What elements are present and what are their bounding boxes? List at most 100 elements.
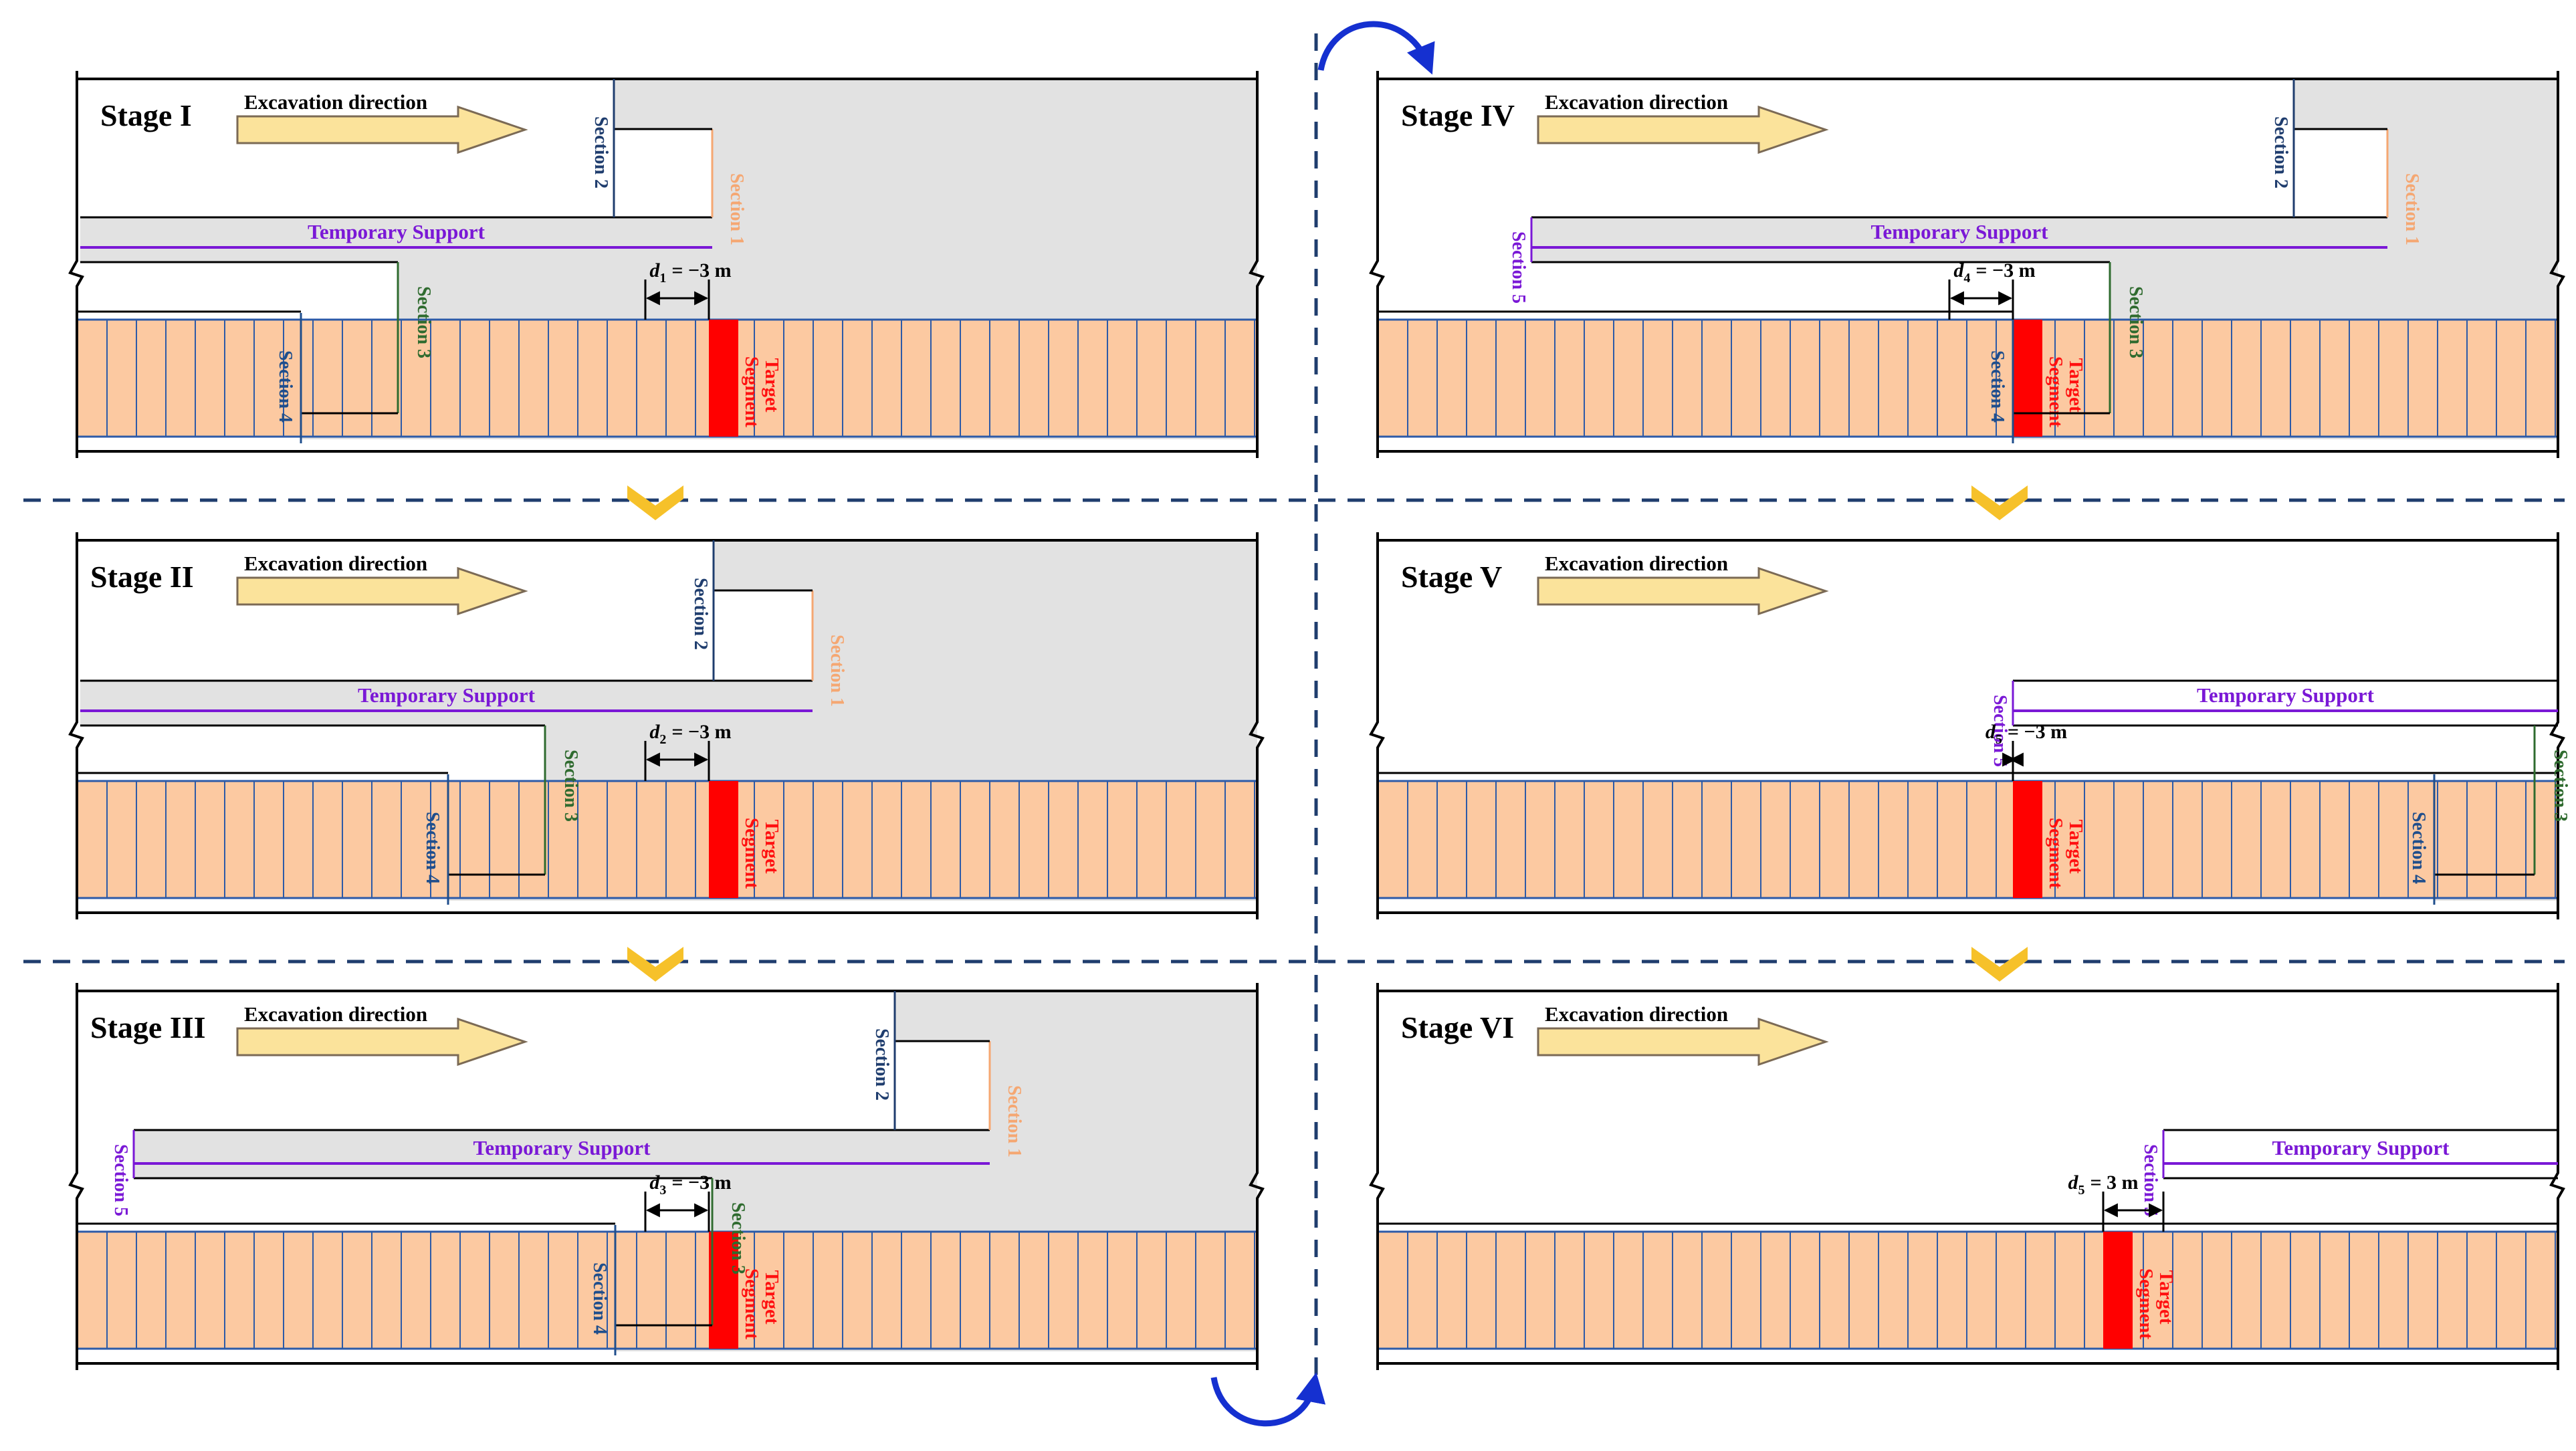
target-label-line1: Target (761, 358, 782, 412)
chevron-down-icon (627, 485, 683, 520)
target-label-line2: Segment (741, 1268, 762, 1340)
left-break-edge (1369, 532, 1385, 919)
tunnel-lining (76, 1230, 1259, 1350)
target-label-line2: Segment (741, 356, 762, 428)
section-1-label: Section 1 (1004, 1085, 1025, 1157)
target-label-line2: Segment (2045, 818, 2066, 889)
stage-title: Stage III (90, 1010, 206, 1044)
section-3-label: Section 3 (560, 750, 581, 822)
distance-subscript: 5 (1996, 732, 2002, 747)
section-5-label: Section 5 (1508, 231, 1529, 304)
left-break-edge (68, 983, 84, 1370)
target-label-line1: Target (2065, 819, 2086, 873)
excavation-direction-label: Excavation direction (244, 552, 427, 575)
excavation-direction-label: Excavation direction (244, 1002, 427, 1026)
distance-label: d5 = −3 m (1985, 721, 2067, 747)
tunnel-lining (1376, 318, 2559, 438)
temporary-support-label: Temporary Support (2197, 683, 2375, 707)
tunnel-lining (1376, 780, 2559, 899)
temporary-support-label: Temporary Support (308, 220, 486, 243)
right-arrow-icon (1537, 105, 1829, 154)
section-3-label: Section 3 (2550, 750, 2571, 822)
target-label-line2: Segment (2045, 356, 2066, 428)
target-segment (2103, 1232, 2133, 1349)
temporary-support-label: Temporary Support (358, 683, 536, 707)
right-arrow-icon (1537, 566, 1829, 616)
left-break-edge (68, 532, 84, 919)
temporary-support-label: Temporary Support (1871, 220, 2049, 243)
temporary-support-label: Temporary Support (473, 1136, 651, 1159)
section-3-label: Section 3 (728, 1202, 748, 1274)
section-4-label: Section 4 (275, 350, 296, 423)
curved-arrow-icon (1317, 21, 1435, 75)
right-break-edge (1249, 983, 1265, 1370)
section-4-label: Section 4 (2408, 812, 2429, 884)
target-label-line1: Target (761, 819, 782, 873)
stage-transitions (627, 21, 2028, 1427)
distance-subscript: 5 (2078, 1183, 2084, 1198)
right-break-edge (1249, 71, 1265, 458)
distance-label: d3= −3 m (649, 1171, 731, 1198)
excavation-direction-label: Excavation direction (1545, 90, 1728, 114)
distance-symbol: d (649, 721, 660, 743)
left-break-edge (1369, 71, 1385, 458)
lining-rings (1407, 781, 2556, 898)
distance-label: d5 = 3 m (2068, 1171, 2138, 1198)
distance-label: d2= −3 m (649, 721, 731, 747)
right-arrow-icon (236, 1017, 528, 1067)
temporary-support-label: Temporary Support (2272, 1136, 2450, 1159)
lining-rings (106, 320, 1255, 437)
distance-symbol: d (2068, 1171, 2078, 1194)
right-break-edge (1249, 532, 1265, 919)
right-arrow-icon (236, 105, 528, 154)
distance-label: d1= −3 m (649, 259, 731, 286)
curved-arrow-icon (1210, 1372, 1326, 1427)
target-label-line1: Target (2155, 1270, 2177, 1324)
lining-rings (1407, 320, 2556, 437)
stage-title: Stage V (1401, 560, 1502, 594)
distance-symbol: d (1985, 721, 1996, 743)
stage-title: Stage II (90, 560, 194, 594)
target-segment (709, 320, 738, 437)
excavation-direction-label: Excavation direction (1545, 552, 1728, 575)
chevron-down-icon (1971, 485, 2028, 520)
target-label-line1: Target (2065, 358, 2086, 412)
stage-title: Stage VI (1401, 1010, 1514, 1044)
target-segment (709, 781, 738, 898)
distance-value: = −3 m (2008, 721, 2067, 743)
right-break-edge (2549, 983, 2565, 1370)
right-arrow-icon (1537, 1017, 1829, 1067)
left-break-edge (68, 71, 84, 458)
distance-value: = 3 m (2090, 1171, 2138, 1194)
section-2-label: Section 2 (690, 578, 711, 650)
stage-title: Stage IV (1401, 98, 1515, 132)
section-3-label: Section 3 (2125, 286, 2146, 358)
section-3-label: Section 3 (413, 286, 434, 358)
stage-title: Stage I (100, 98, 192, 132)
excavation-direction-label: Excavation direction (244, 90, 427, 114)
stage-dividers (23, 33, 2565, 1377)
distance-subscript: 2 (659, 732, 666, 747)
tunnel-lining (76, 780, 1259, 899)
lining-rings (1407, 1232, 2556, 1349)
section-4-label: Section 4 (1987, 350, 2008, 423)
section-1-label: Section 1 (827, 635, 847, 707)
target-segment (2013, 781, 2042, 898)
section-5-label: Section 5 (110, 1144, 131, 1216)
distance-subscript: 3 (659, 1183, 666, 1198)
chevron-down-icon (627, 947, 683, 982)
target-segment (2013, 320, 2042, 437)
section-2-label: Section 2 (871, 1028, 892, 1101)
right-break-edge (2549, 71, 2565, 458)
distance-value: = −3 m (1975, 259, 2035, 282)
